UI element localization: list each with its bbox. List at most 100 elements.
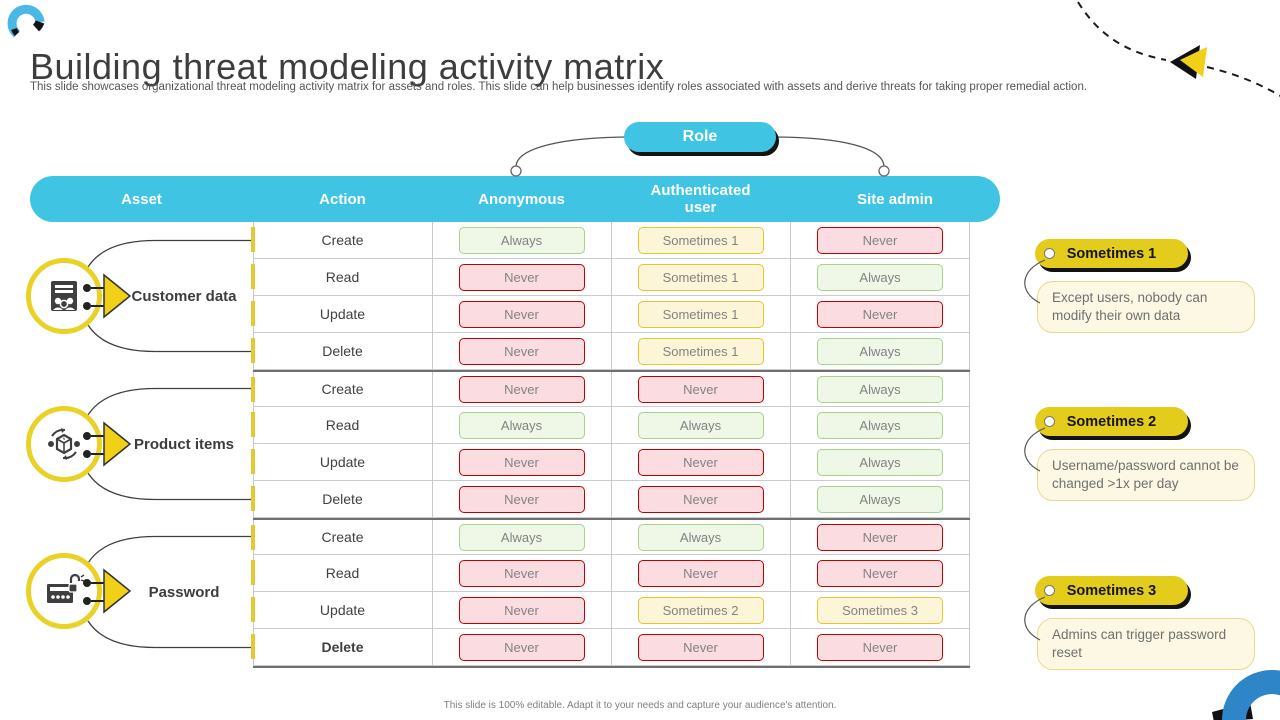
- cell-value-always: Always: [817, 411, 943, 439]
- cell-value-never: Never: [458, 337, 585, 365]
- matrix-cell: Always: [790, 407, 970, 443]
- matrix-cell: Never: [611, 629, 790, 665]
- cell-value-always: Always: [817, 375, 943, 403]
- column-header-authenticated-user: Authenticated user: [650, 182, 751, 216]
- row-accent-dash: [251, 301, 255, 326]
- matrix-cell: Never: [611, 481, 790, 517]
- cell-value-never: Never: [817, 559, 943, 587]
- cell-value-never: Never: [458, 448, 585, 476]
- action-label: Update: [251, 592, 432, 628]
- action-label: Create: [251, 222, 432, 258]
- matrix-cell: Never: [790, 222, 970, 258]
- cell-value-never: Never: [817, 633, 943, 661]
- matrix-cell: Never: [432, 555, 611, 591]
- matrix-cell: Sometimes 1: [611, 333, 790, 369]
- action-label: Read: [251, 555, 432, 591]
- asset-label-product-items: Product items: [133, 435, 235, 453]
- grid-line: [432, 222, 433, 666]
- matrix-cell: Always: [611, 407, 790, 443]
- matrix-cell: Never: [432, 372, 611, 406]
- action-label: Delete: [251, 481, 432, 517]
- password-icon: [47, 573, 85, 603]
- cell-value-sometimes: Sometimes 1: [637, 263, 764, 291]
- callout-pill-sometimes-2: Sometimes 2: [1035, 407, 1188, 436]
- cell-value-sometimes: Sometimes 3: [817, 596, 943, 624]
- callout-pill-sometimes-1: Sometimes 1: [1035, 239, 1188, 268]
- row-accent-dash: [251, 560, 255, 585]
- matrix-cell: Never: [790, 296, 970, 332]
- cell-value-sometimes: Sometimes 1: [637, 300, 764, 328]
- row-accent-dash: [251, 634, 255, 659]
- row-accent-dash: [251, 264, 255, 289]
- matrix-cell: Always: [790, 372, 970, 406]
- cell-value-never: Never: [817, 226, 943, 254]
- row-accent-dash: [251, 597, 255, 622]
- column-header-anonymous: Anonymous: [478, 190, 565, 208]
- cell-value-always: Always: [458, 411, 585, 439]
- callout-text: Admins can trigger password reset: [1052, 627, 1227, 660]
- matrix-cell: Sometimes 1: [611, 296, 790, 332]
- cell-value-never: Never: [458, 596, 585, 624]
- customer-data-icon: [51, 281, 77, 311]
- callout-text: Except users, nobody can modify their ow…: [1052, 290, 1208, 323]
- action-label: Update: [251, 444, 432, 480]
- action-label: Delete: [251, 333, 432, 369]
- cell-value-always: Always: [817, 448, 943, 476]
- matrix-cell: Always: [790, 481, 970, 517]
- column-header-asset: Asset: [121, 190, 162, 208]
- action-label: Update: [251, 296, 432, 332]
- cell-value-sometimes: Sometimes 1: [637, 337, 764, 365]
- matrix-cell: Always: [790, 444, 970, 480]
- matrix-cell: Sometimes 1: [611, 259, 790, 295]
- cell-value-always: Always: [817, 337, 943, 365]
- matrix-cell: Never: [611, 372, 790, 406]
- row-accent-dash: [251, 449, 255, 474]
- action-label: Create: [251, 520, 432, 554]
- cell-value-never: Never: [458, 300, 585, 328]
- cell-value-never: Never: [637, 485, 764, 513]
- customer-data-icon-circle: [26, 258, 102, 334]
- role-pill-label: Role: [682, 128, 718, 145]
- matrix-header-row: Asset Action Anonymous Authenticated use…: [30, 176, 1000, 222]
- matrix-cell: Never: [432, 333, 611, 369]
- footer-note: This slide is 100% editable. Adapt it to…: [443, 700, 837, 711]
- callout-dot: [1044, 248, 1055, 259]
- matrix-cell: Never: [790, 555, 970, 591]
- callout-dot: [1044, 416, 1055, 427]
- matrix-row: Delete Never Sometimes 1 Always: [251, 333, 970, 370]
- cell-value-never: Never: [637, 633, 764, 661]
- matrix-cell: Never: [790, 520, 970, 554]
- action-label: Read: [251, 259, 432, 295]
- action-label: Read: [251, 407, 432, 443]
- action-label: Create: [251, 372, 432, 406]
- cell-value-never: Never: [637, 375, 764, 403]
- matrix-cell: Never: [611, 444, 790, 480]
- grid-line: [969, 222, 970, 666]
- row-accent-dash: [251, 227, 255, 252]
- product-items-icon-circle: [26, 406, 102, 482]
- matrix-cell: Never: [790, 629, 970, 665]
- matrix-row: Read Always Always Always: [251, 407, 970, 444]
- cell-value-always: Always: [637, 523, 764, 551]
- cell-value-always: Always: [817, 485, 943, 513]
- product-items-icon: [48, 428, 80, 460]
- row-accent-dash: [251, 412, 255, 437]
- matrix-cell: Never: [611, 555, 790, 591]
- cell-value-always: Always: [817, 263, 943, 291]
- password-icon-circle: [26, 553, 102, 629]
- row-accent-dash: [251, 377, 255, 402]
- row-accent-dash: [251, 338, 255, 363]
- column-header-action: Action: [319, 190, 366, 208]
- matrix-row: Update Never Sometimes 1 Never: [251, 296, 970, 333]
- callout-note-sometimes-1: Except users, nobody can modify their ow…: [1037, 281, 1255, 333]
- callout-note-sometimes-3: Admins can trigger password reset: [1037, 618, 1255, 670]
- cell-value-never: Never: [458, 633, 585, 661]
- matrix-row: Read Never Never Never: [251, 555, 970, 592]
- matrix-row: Update Never Never Always: [251, 444, 970, 481]
- asset-label-password: Password: [148, 583, 220, 601]
- cell-value-never: Never: [458, 559, 585, 587]
